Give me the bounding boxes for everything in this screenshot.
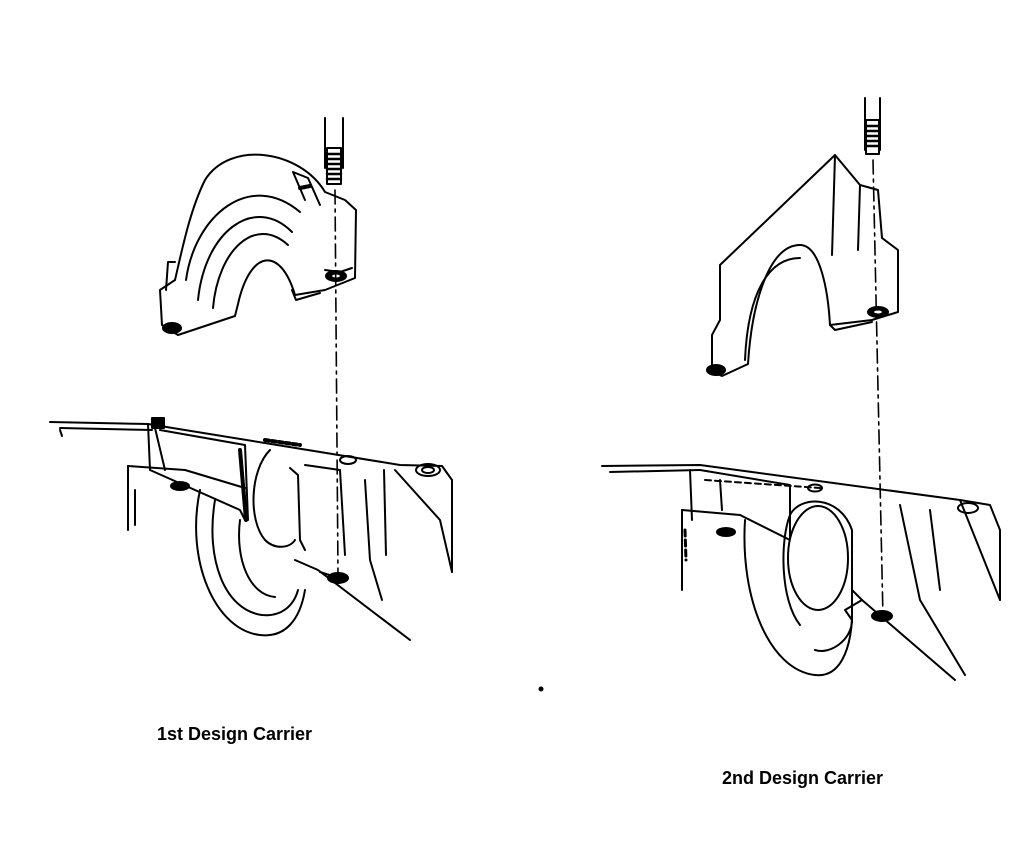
scan-dot [538, 686, 544, 692]
second-design-bolt-tool [865, 98, 880, 154]
second-design-drawing [602, 98, 1000, 680]
first-design-bolt-tool [325, 118, 343, 184]
second-design-bearing-cap [707, 155, 898, 376]
first-design-caption: 1st Design Carrier [157, 724, 313, 744]
second-design-caption: 2nd Design Carrier [722, 768, 884, 788]
first-design-alignment-line [335, 190, 338, 575]
first-design-housing [50, 418, 452, 640]
first-design-drawing [50, 118, 452, 640]
second-design-housing [602, 465, 1000, 680]
second-design-alignment-line [873, 160, 883, 618]
